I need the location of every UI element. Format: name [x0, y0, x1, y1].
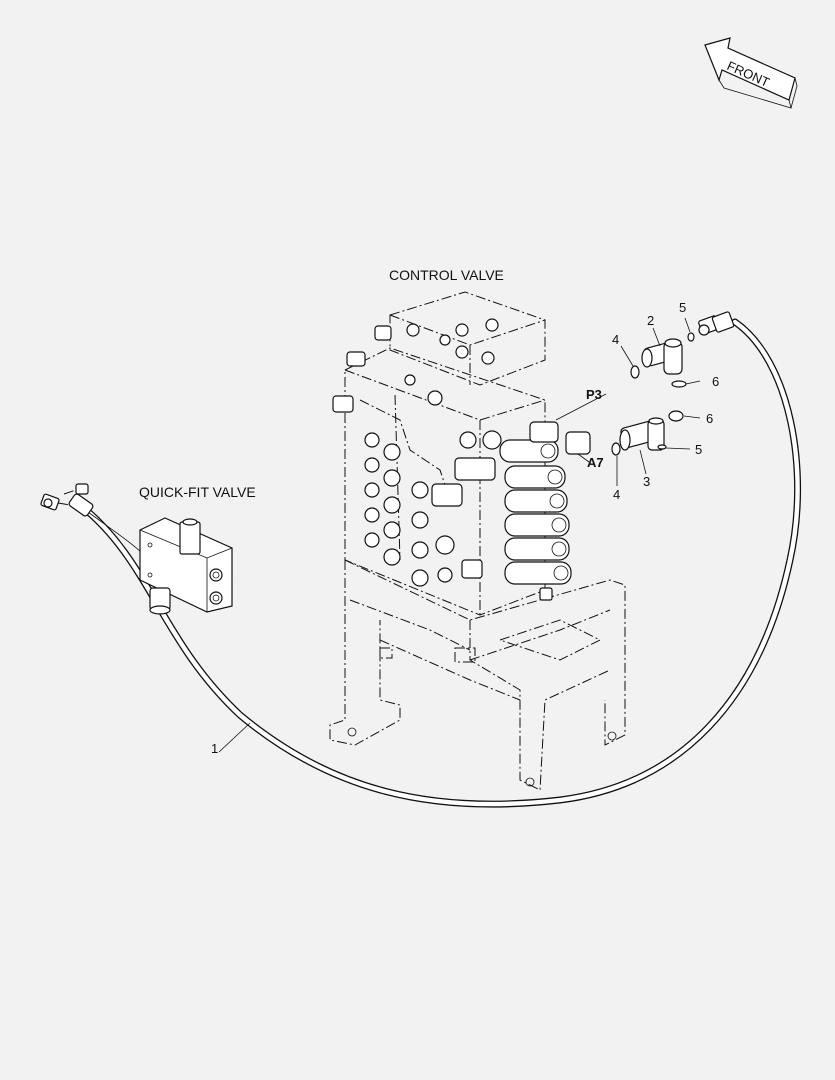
port-a7-label: A7: [587, 455, 604, 470]
elbow-fitting-lower: [619, 417, 665, 451]
port-p3-label: P3: [586, 387, 602, 402]
quick-fit-valve: [139, 517, 233, 615]
valve-stand: [329, 559, 626, 791]
callout-6-upper: 6: [712, 374, 719, 389]
control-valve: [332, 291, 591, 616]
hydraulic-hose: [40, 311, 802, 808]
callout-6-lower: 6: [706, 411, 713, 426]
callout-4-upper: 4: [612, 332, 619, 347]
elbow-fitting-upper: [641, 338, 683, 375]
callout-3: 3: [643, 474, 650, 489]
valve-spools: [499, 439, 572, 585]
oring-lower-5: [657, 444, 667, 450]
hose-end-fitting-left: [40, 483, 94, 517]
hose-end-fitting-right: [698, 311, 735, 336]
valve-plugs: [364, 374, 502, 587]
oring-upper-4: [630, 365, 640, 379]
callout-1: 1: [211, 741, 218, 756]
control-valve-label: CONTROL VALVE: [389, 267, 504, 283]
oring-lower-4: [611, 442, 621, 456]
quick-fit-valve-label: QUICK-FIT VALVE: [139, 484, 256, 500]
oring-lower-6: [668, 410, 684, 422]
callout-5-lower: 5: [695, 442, 702, 457]
front-arrow: FRONT: [704, 37, 798, 109]
leader-lines: [218, 317, 701, 753]
callout-2: 2: [647, 313, 654, 328]
callout-4-lower: 4: [613, 487, 620, 502]
callout-5-upper: 5: [679, 300, 686, 315]
oring-upper-5: [687, 332, 695, 342]
oring-upper-6: [671, 380, 687, 388]
